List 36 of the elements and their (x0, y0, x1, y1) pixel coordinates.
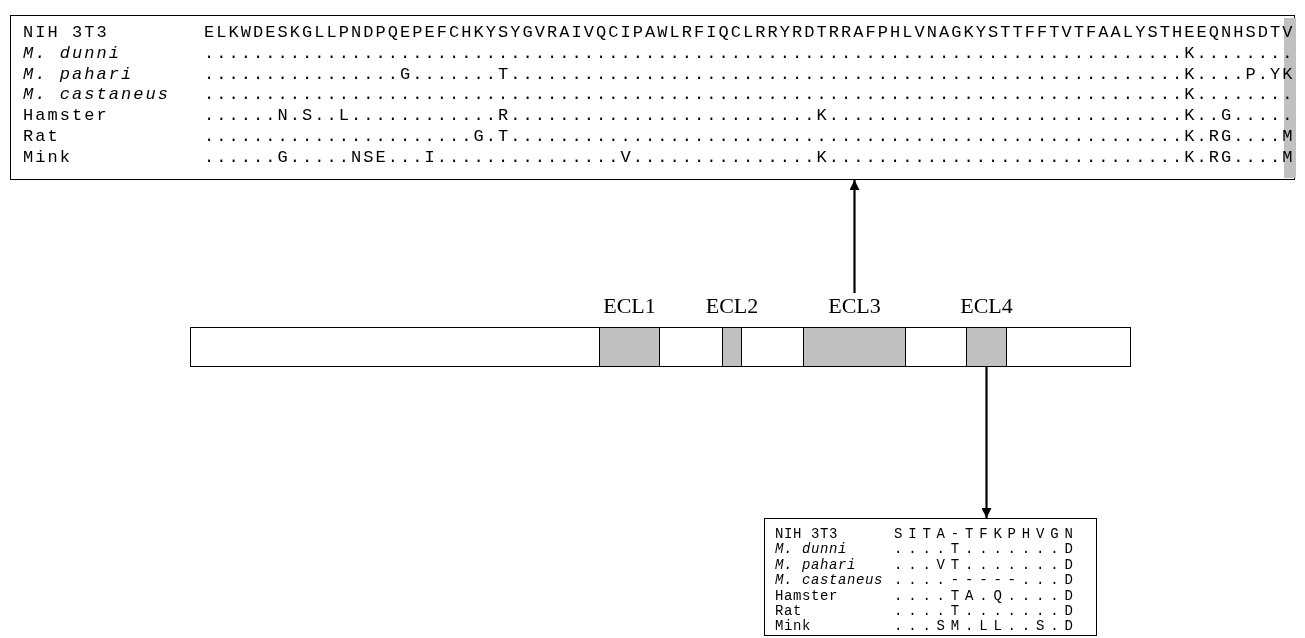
sequence-row: ....T.......D (894, 542, 1079, 557)
species-name: Rat (775, 604, 802, 618)
arrow (981, 367, 992, 518)
species-name: NIH 3T3 (775, 527, 838, 541)
sequence-row: ......N.S..L............R.........................K.............................K..G..... (204, 107, 1295, 125)
species-name: M. castaneus (775, 573, 884, 588)
sequence-row: ................................................................................K........ (204, 44, 1295, 62)
species-name: Rat (23, 128, 60, 145)
sequence-row: ......G.....NSE...I...............V...............K.............................K.RG....M (204, 148, 1295, 166)
sequence-row: ....T.......D (894, 604, 1079, 618)
segment-label: ECL2 (704, 295, 760, 317)
species-name: M. pahari (23, 65, 134, 83)
species-name: M. dunni (775, 542, 847, 557)
species-name: NIH 3T3 (23, 24, 109, 41)
arrow (849, 180, 860, 293)
alignment-box (764, 518, 1097, 636)
species-name: Hamster (775, 588, 838, 603)
alignment-box (10, 15, 1295, 180)
sequence-row: ................G.......T.......................................................K....P.YK (204, 65, 1295, 83)
species-name: M. dunni (23, 44, 121, 62)
sequence-row: ...VT.......D (894, 557, 1079, 572)
species-name: Mink (775, 619, 811, 634)
sequence-row: ................................................................................K........ (204, 86, 1295, 104)
species-name: M. castaneus (23, 86, 171, 104)
segment-label: ECL3 (827, 295, 882, 317)
species-name: Hamster (23, 107, 109, 125)
sequence-row: ....-----...D (894, 573, 1079, 588)
segment-label: ECL4 (959, 295, 1014, 317)
species-name: Mink (23, 148, 72, 166)
species-name: M. pahari (775, 557, 856, 572)
sequence-row: ELKWDESKGLLPNDPQEPEFCHKYSYGVRAIVQCIPAWLRFIQCLRRYRDTRRAFPHLVNAGKYSTTFFTVTFAALYSTHEEQNHSDTV (204, 24, 1295, 41)
segment-label: ECL1 (602, 295, 657, 317)
sequence-row: ...SM.LL..S.D (894, 619, 1079, 634)
sequence-row: SITA-TFKPHVGN (894, 527, 1079, 541)
sequence-row: ......................G.T.......................................................K.RG....M (204, 128, 1295, 145)
sequence-row: ....TA.Q....D (894, 588, 1079, 603)
